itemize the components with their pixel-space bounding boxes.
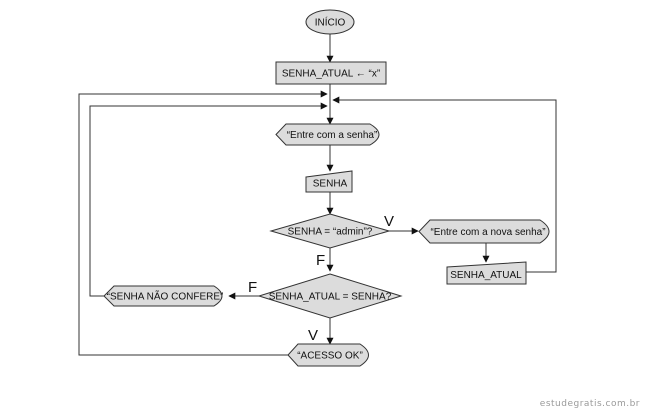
- init-label: SENHA_ATUAL ← “x”: [282, 69, 380, 80]
- decision-admin-label: SENHA = “admin”?: [288, 227, 373, 238]
- input-senha-atual-label: SENHA_ATUAL: [450, 270, 522, 281]
- branch-admin-false: F: [316, 252, 325, 269]
- prompt-new-display: [418, 219, 550, 244]
- prompt-display: [275, 123, 380, 146]
- error-display: [103, 285, 223, 307]
- decision-check-label: SENHA_ATUAL = SENHA?: [269, 292, 392, 303]
- loop-new-password: [332, 96, 557, 273]
- error-label: “SENHA NÃO CONFERE”: [107, 290, 224, 303]
- branch-admin-true: V: [384, 213, 394, 230]
- input-senha-atual: [446, 261, 527, 285]
- loop-retry: [89, 102, 328, 297]
- connectors: [78, 34, 557, 356]
- input-senha-label: SENHA: [313, 179, 348, 190]
- branch-check-true: V: [308, 327, 318, 344]
- watermark: estudegratis.com.br: [540, 399, 640, 409]
- prompt-new-label: “Entre com a nova senha”: [430, 227, 545, 238]
- prompt-label: “Entre com a senha”: [287, 130, 378, 141]
- start-label: INÍCIO: [315, 16, 346, 29]
- loop-access-ok: [78, 90, 328, 356]
- decision-admin: [269, 213, 391, 249]
- success-display: [287, 343, 369, 367]
- branch-check-false: F: [248, 279, 257, 296]
- init-process: [275, 61, 387, 85]
- input-senha: [305, 170, 353, 193]
- start-terminal: [305, 9, 355, 35]
- success-label: “ACESSO OK”: [297, 351, 363, 362]
- decision-check: [257, 273, 403, 319]
